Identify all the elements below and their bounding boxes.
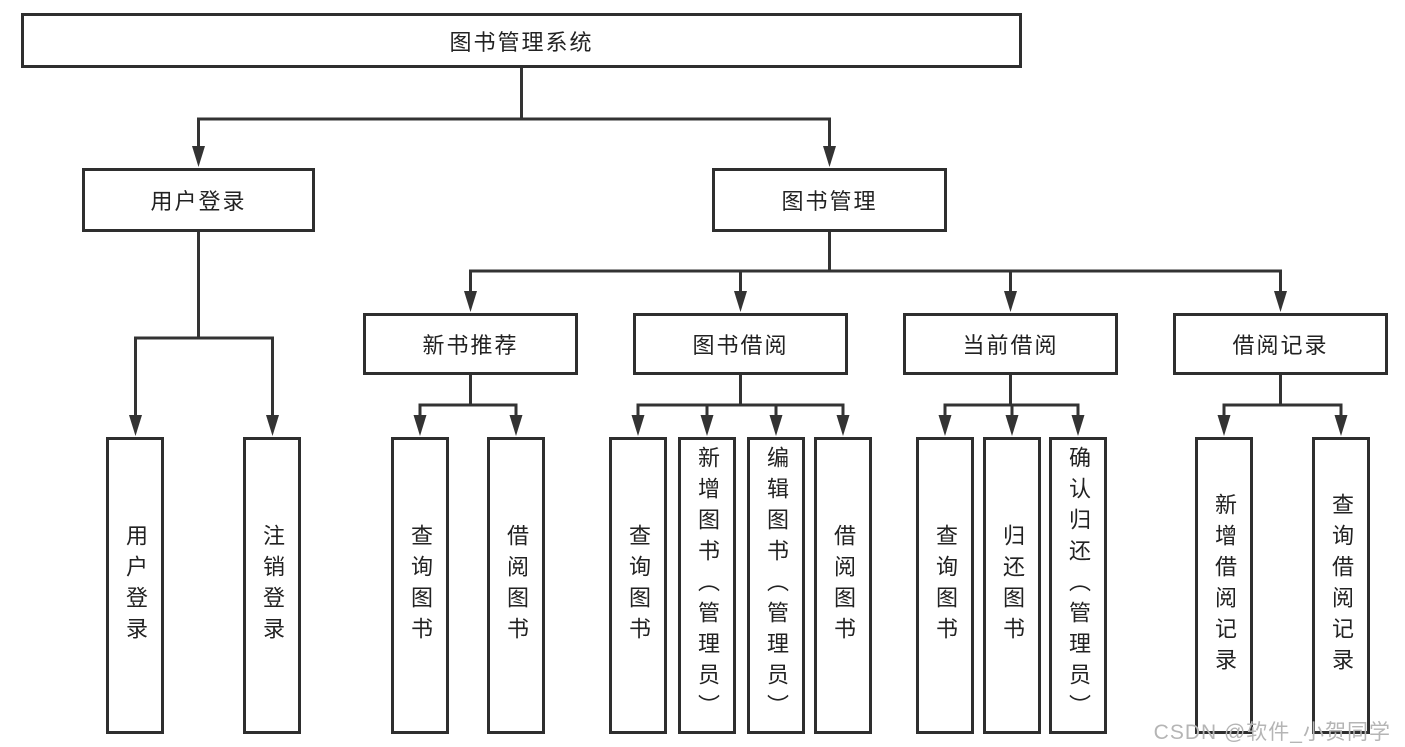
- node-library-management-system: 图书管理系统: [21, 13, 1022, 68]
- node-leaf-user-login: 用户登录: [106, 437, 164, 734]
- node-leaf-add-book-admin: 新增图书（管理员）: [678, 437, 736, 734]
- node-leaf-query-book-2: 查询图书: [609, 437, 667, 734]
- node-label: 借阅图书: [504, 523, 529, 648]
- node-label: 图书管理系统: [449, 29, 594, 55]
- node-label: 新增借阅记录: [1212, 492, 1237, 679]
- node-leaf-logout: 注销登录: [243, 437, 301, 734]
- node-user-login: 用户登录: [82, 168, 315, 232]
- node-leaf-edit-book-admin: 编辑图书（管理员）: [747, 437, 805, 734]
- node-label: 归还图书: [1000, 523, 1025, 648]
- node-leaf-borrow-book-2: 借阅图书: [814, 437, 872, 734]
- node-label: 查询借阅记录: [1329, 492, 1354, 679]
- node-leaf-confirm-return-admin: 确认归还（管理员）: [1049, 437, 1107, 734]
- node-label: 借阅记录: [1232, 333, 1329, 358]
- node-label: 用户登录: [150, 189, 247, 214]
- node-leaf-return-book: 归还图书: [983, 437, 1041, 734]
- node-label: 新增图书（管理员）: [695, 446, 720, 725]
- node-label: 查询图书: [933, 523, 958, 648]
- node-leaf-query-book-3: 查询图书: [916, 437, 974, 734]
- node-label: 查询图书: [626, 523, 651, 648]
- node-label: 新书推荐: [422, 333, 519, 358]
- node-label: 图书管理: [781, 189, 878, 214]
- node-leaf-borrow-book-1: 借阅图书: [487, 437, 545, 734]
- node-borrow-record: 借阅记录: [1173, 313, 1388, 375]
- node-leaf-add-borrow-record: 新增借阅记录: [1195, 437, 1253, 734]
- node-new-book-recommend: 新书推荐: [363, 313, 578, 375]
- node-leaf-query-borrow-record: 查询借阅记录: [1312, 437, 1370, 734]
- node-label: 查询图书: [408, 523, 433, 648]
- node-leaf-query-book-1: 查询图书: [391, 437, 449, 734]
- node-label: 注销登录: [260, 523, 285, 648]
- node-book-management: 图书管理: [712, 168, 947, 232]
- node-label: 编辑图书（管理员）: [764, 446, 789, 725]
- csdn-watermark: CSDN @软件_小贺同学: [1153, 721, 1391, 744]
- node-label: 当前借阅: [962, 333, 1059, 358]
- node-current-borrow: 当前借阅: [903, 313, 1118, 375]
- node-label: 确认归还（管理员）: [1066, 446, 1091, 725]
- node-label: 用户登录: [123, 523, 148, 648]
- node-label: 借阅图书: [831, 523, 856, 648]
- node-book-borrow: 图书借阅: [633, 313, 848, 375]
- node-label: 图书借阅: [692, 333, 789, 358]
